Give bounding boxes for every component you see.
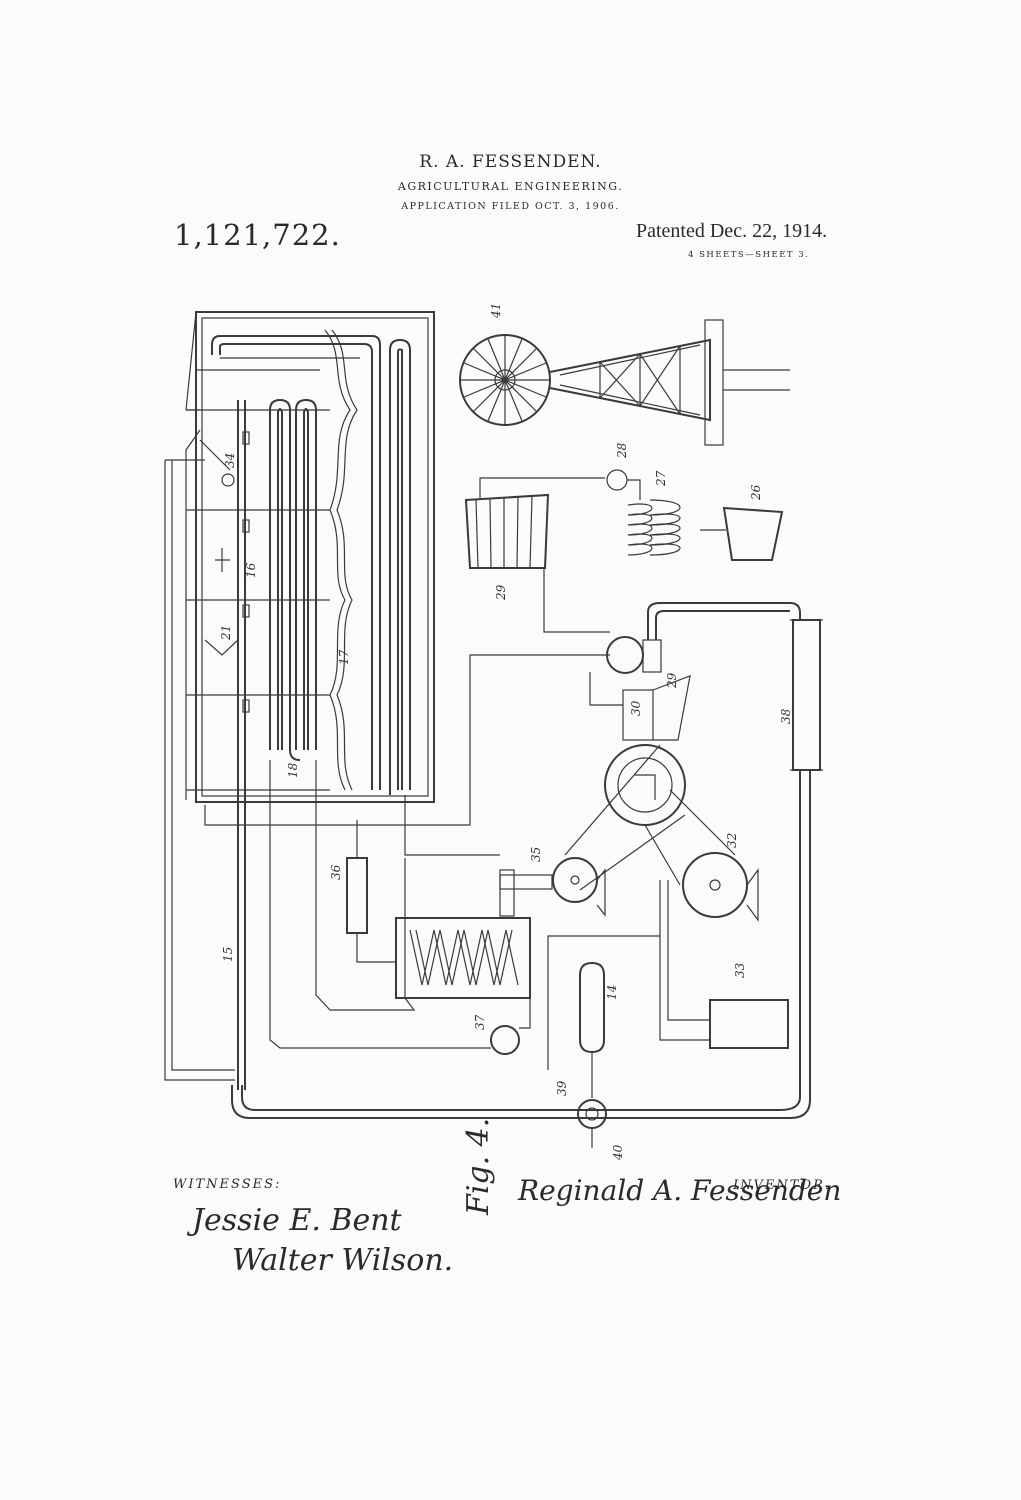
- ref-14: 14: [605, 985, 619, 1000]
- ref-40: 40: [611, 1144, 625, 1161]
- ref-26: 26: [749, 484, 763, 501]
- ref-29: 29: [494, 584, 508, 601]
- ref-35: 35: [529, 847, 543, 862]
- ref-33: 33: [733, 962, 747, 978]
- inventor-label: INVENTOR.: [733, 1178, 832, 1193]
- patent-title: AGRICULTURAL ENGINEERING.: [397, 180, 624, 193]
- heating-pipes: [211, 335, 811, 1119]
- greenhouse-structure: [185, 311, 435, 803]
- ref-27: 27: [654, 470, 668, 487]
- witnesses-label: WITNESSES:: [173, 1177, 282, 1192]
- windmill: [459, 319, 790, 446]
- ref-21: 21: [219, 625, 233, 641]
- ref-17: 17: [337, 649, 351, 665]
- ref-28: 28: [615, 442, 629, 459]
- ref-29-prime: 29: [665, 672, 679, 689]
- witness-signature-1: Jessie E. Bent: [186, 1203, 403, 1238]
- central-machinery: [204, 602, 823, 1049]
- ref-38: 38: [779, 708, 793, 724]
- inventor-name: R. A. FESSENDEN.: [419, 152, 602, 172]
- fertilizer-apparatus: [464, 469, 784, 633]
- reference-numerals: 41 28 27 26 29 29 30 38 32 35 36 37 14 3…: [219, 303, 793, 1161]
- patent-date: Patented Dec. 22, 1914.: [636, 220, 828, 242]
- witness-signature-2: Walter Wilson.: [232, 1243, 453, 1278]
- ref-16: 16: [244, 562, 258, 578]
- ref-41: 41: [489, 303, 503, 319]
- ref-39: 39: [555, 1080, 569, 1096]
- ref-30: 30: [629, 700, 643, 716]
- ref-15: 15: [221, 947, 235, 962]
- figure-label: Fig. 4.: [461, 1118, 496, 1216]
- sheet-count: 4 SHEETS—SHEET 3.: [688, 250, 810, 260]
- ref-18: 18: [286, 762, 300, 778]
- patent-number: 1,121,722.: [174, 218, 341, 252]
- lower-apparatus: [269, 760, 660, 1148]
- ref-32: 32: [725, 833, 739, 848]
- inventor-signature: Reginald A. Fessenden: [517, 1174, 841, 1207]
- vent-controls: [164, 431, 250, 1081]
- application-filed: APPLICATION FILED OCT. 3, 1906.: [401, 201, 620, 212]
- ref-34: 34: [223, 453, 237, 468]
- ref-37: 37: [473, 1014, 487, 1030]
- ref-36: 36: [329, 864, 343, 880]
